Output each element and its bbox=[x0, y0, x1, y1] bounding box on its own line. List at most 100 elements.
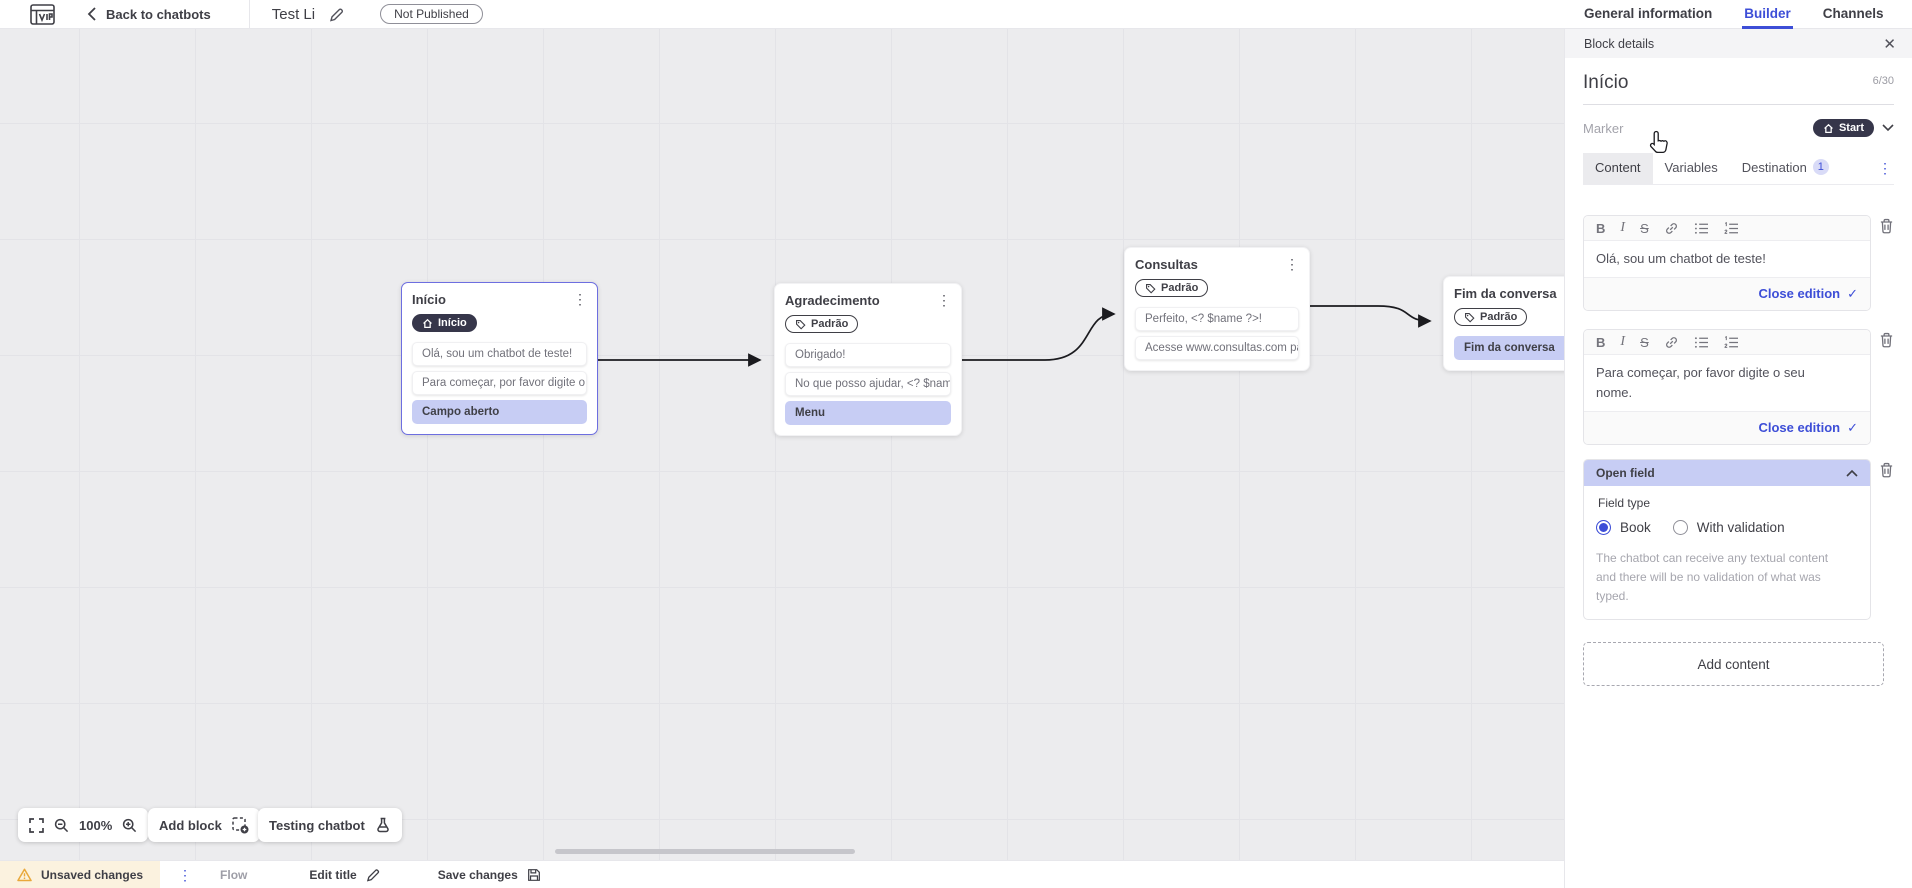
chatbot-title: Test Li bbox=[271, 5, 316, 23]
edge-consultas-fim bbox=[1309, 305, 1432, 328]
content-row: B I S Para começar, por favor digite o s… bbox=[1583, 329, 1894, 446]
content-row: Open field Field type Book With validati… bbox=[1583, 459, 1894, 621]
strikethrough-icon[interactable]: S bbox=[1640, 334, 1649, 350]
editor-footer: Close edition✓ bbox=[1584, 411, 1870, 445]
tab-destination-label: Destination bbox=[1741, 159, 1807, 175]
node-content-item[interactable]: No que posso ajudar, <? $name ... bbox=[785, 371, 951, 396]
delete-content-icon[interactable] bbox=[1879, 332, 1894, 348]
radio-with-validation[interactable]: With validation bbox=[1672, 520, 1785, 536]
horizontal-scrollbar[interactable] bbox=[555, 849, 855, 854]
open-field-header[interactable]: Open field bbox=[1584, 460, 1870, 487]
node-menu-item[interactable]: Menu bbox=[785, 400, 951, 425]
numbered-list-icon[interactable] bbox=[1724, 221, 1739, 235]
radio-unselected-icon bbox=[1672, 520, 1688, 536]
warning-icon bbox=[17, 868, 32, 881]
topbar-divider bbox=[248, 0, 250, 29]
node-content-item[interactable]: Acesse www.consultas.com par... bbox=[1135, 335, 1299, 360]
node-menu-icon[interactable]: ⋮ bbox=[1285, 256, 1299, 272]
add-block-icon bbox=[232, 816, 249, 833]
tab-builder[interactable]: Builder bbox=[1742, 0, 1793, 29]
node-content-item[interactable]: Para começar, por favor digite o ... bbox=[412, 370, 587, 395]
bullet-list-icon[interactable] bbox=[1694, 336, 1709, 349]
zoom-in-button[interactable] bbox=[122, 818, 137, 833]
italic-icon[interactable]: I bbox=[1620, 220, 1626, 235]
topbar-tabs: General information Builder Channels bbox=[1582, 0, 1886, 29]
marker-value-label: Start bbox=[1838, 122, 1864, 134]
fullscreen-button[interactable] bbox=[29, 817, 44, 833]
radio-selected-icon bbox=[1596, 520, 1611, 536]
node-fim-da-conversa[interactable]: Fim da conversa Padrão Fim da conversa bbox=[1443, 276, 1564, 371]
field-type-label: Field type bbox=[1598, 496, 1651, 511]
flow-edges bbox=[597, 305, 1432, 367]
close-edition-button[interactable]: Close edition✓ bbox=[1758, 286, 1858, 301]
edit-title-icon[interactable] bbox=[329, 7, 344, 22]
marker-row: Marker Start bbox=[1583, 119, 1894, 137]
edge-agradecimento-consultas bbox=[961, 307, 1116, 361]
flask-icon bbox=[377, 817, 389, 833]
node-content-item[interactable]: Perfeito, <? $name ?>! bbox=[1135, 306, 1299, 331]
node-content-item[interactable]: Obrigado! bbox=[785, 342, 951, 367]
delete-open-field-icon[interactable] bbox=[1879, 462, 1894, 478]
marker-select[interactable]: Start bbox=[1812, 119, 1894, 137]
tab-destination[interactable]: Destination 1 bbox=[1730, 152, 1841, 184]
close-edition-button[interactable]: Close edition✓ bbox=[1758, 420, 1858, 435]
editor-text[interactable]: Para começar, por favor digite o seu nom… bbox=[1596, 365, 1805, 401]
link-icon[interactable] bbox=[1664, 221, 1679, 236]
flow-canvas[interactable]: Início ⋮ Início Olá, sou um chatbot de t… bbox=[0, 29, 1564, 860]
node-content-item[interactable]: Olá, sou um chatbot de teste! bbox=[412, 341, 587, 366]
node-title: Agradecimento bbox=[785, 293, 880, 308]
marker-label: Padrão bbox=[1161, 282, 1199, 294]
save-changes-button[interactable]: Save changes bbox=[438, 868, 541, 882]
zoom-out-button[interactable] bbox=[54, 818, 69, 833]
editor-toolbar: B I S bbox=[1584, 216, 1870, 241]
bold-icon[interactable]: B bbox=[1596, 334, 1606, 350]
add-block-button[interactable]: Add block bbox=[148, 808, 260, 842]
tab-general-information[interactable]: General information bbox=[1584, 5, 1713, 21]
edit-title-label: Edit title bbox=[309, 867, 357, 882]
bold-icon[interactable]: B bbox=[1596, 220, 1606, 236]
strikethrough-icon[interactable]: S bbox=[1640, 220, 1649, 236]
close-edition-label: Close edition bbox=[1758, 286, 1841, 302]
zoom-controls: 100% bbox=[18, 808, 149, 842]
bullet-list-icon[interactable] bbox=[1694, 222, 1709, 235]
link-icon[interactable] bbox=[1664, 335, 1679, 350]
home-icon bbox=[423, 318, 432, 328]
chevron-up-icon bbox=[1846, 470, 1858, 477]
close-panel-icon[interactable]: ✕ bbox=[1883, 35, 1896, 53]
open-field-body: Field type Book With validation The chat… bbox=[1584, 486, 1870, 619]
delete-content-icon[interactable] bbox=[1879, 218, 1894, 234]
panel-tabs-menu-icon[interactable]: ⋮ bbox=[1878, 160, 1892, 176]
testing-chatbot-button[interactable]: Testing chatbot bbox=[258, 808, 402, 842]
node-title: Fim da conversa bbox=[1454, 286, 1557, 301]
tab-variables[interactable]: Variables bbox=[1664, 159, 1718, 175]
back-to-chatbots-button[interactable]: Back to chatbots bbox=[87, 7, 211, 22]
node-consultas[interactable]: Consultas ⋮ Padrão Perfeito, <? $name ?>… bbox=[1124, 247, 1310, 371]
close-edition-label: Close edition bbox=[1758, 420, 1841, 436]
open-field-title: Open field bbox=[1596, 466, 1655, 481]
statusbar-menu-icon[interactable]: ⋮ bbox=[178, 866, 193, 883]
text-editor[interactable]: B I S Para começar, por favor digite o s… bbox=[1583, 329, 1871, 446]
node-menu-icon[interactable]: ⋮ bbox=[937, 292, 951, 308]
radio-book-label: Book bbox=[1620, 520, 1651, 536]
numbered-list-icon[interactable] bbox=[1724, 335, 1739, 349]
flow-label[interactable]: Flow bbox=[220, 867, 248, 882]
editor-text[interactable]: Olá, sou um chatbot de teste! bbox=[1596, 251, 1766, 266]
radio-validation-label: With validation bbox=[1696, 520, 1785, 536]
radio-book[interactable]: Book bbox=[1596, 520, 1651, 536]
add-content-button[interactable]: Add content bbox=[1583, 642, 1884, 687]
node-inicio[interactable]: Início ⋮ Início Olá, sou um chatbot de t… bbox=[401, 282, 598, 435]
text-editor[interactable]: B I S Olá, sou um chatbot de teste! Clo bbox=[1583, 215, 1871, 312]
tab-channels[interactable]: Channels bbox=[1822, 5, 1884, 21]
node-menu-icon[interactable]: ⋮ bbox=[573, 291, 587, 307]
node-agradecimento[interactable]: Agradecimento ⋮ Padrão Obrigado! No que … bbox=[774, 283, 962, 436]
tab-content[interactable]: Content bbox=[1583, 152, 1653, 184]
block-name-input[interactable]: Início 6/30 bbox=[1583, 72, 1894, 105]
tag-icon bbox=[796, 319, 806, 330]
block-details-panel: Block details ✕ Início 6/30 Marker Start… bbox=[1564, 29, 1912, 888]
node-end-item[interactable]: Fim da conversa bbox=[1454, 335, 1564, 360]
edit-title-button[interactable]: Edit title bbox=[309, 868, 379, 882]
marker-label: Padrão bbox=[811, 318, 849, 330]
unsaved-label: Unsaved changes bbox=[41, 867, 144, 882]
italic-icon[interactable]: I bbox=[1620, 334, 1626, 350]
node-open-field-item[interactable]: Campo aberto bbox=[412, 399, 587, 424]
